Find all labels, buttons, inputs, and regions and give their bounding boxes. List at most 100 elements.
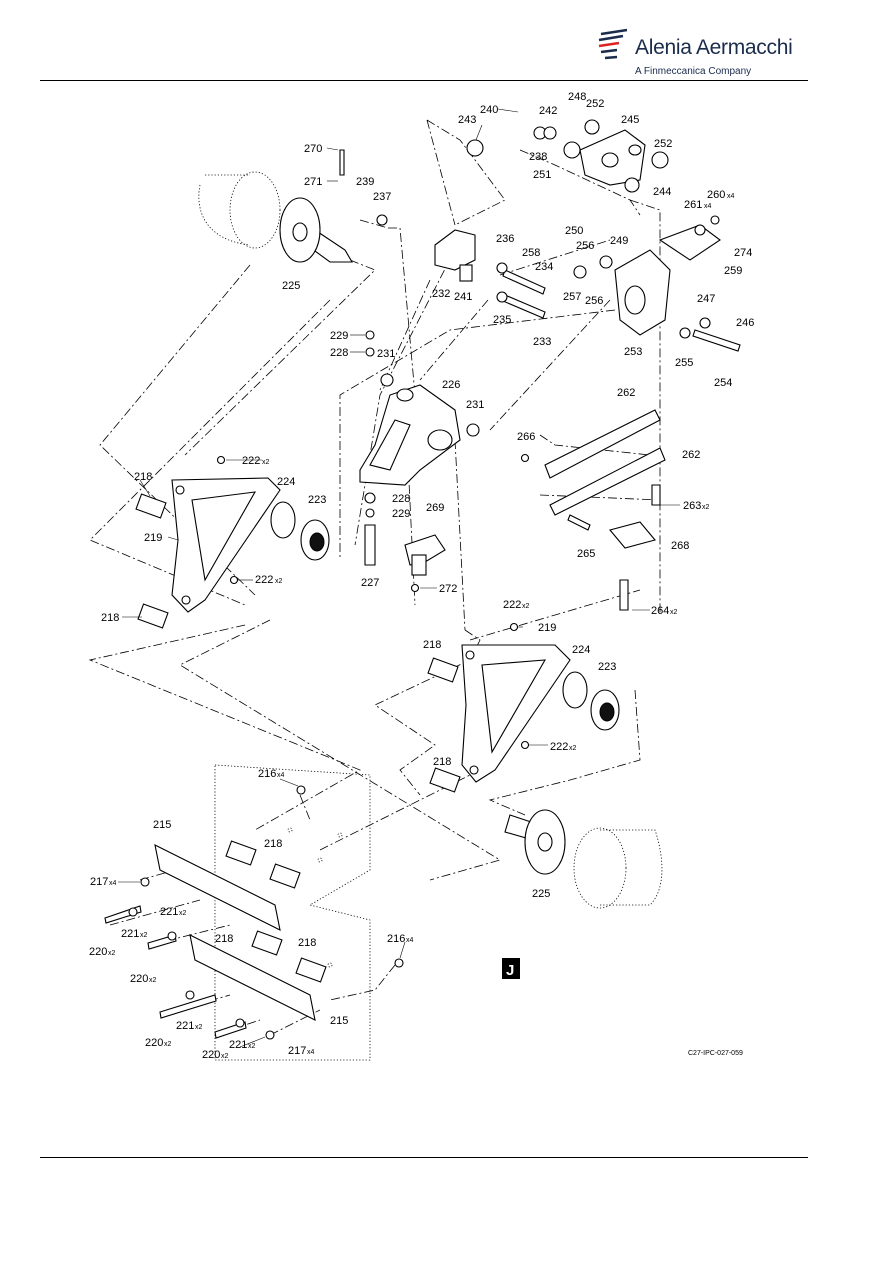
figure-reference: C27-IPC-027-059 [688, 1050, 743, 1057]
brand-subtitle: A Finmeccanica Company [635, 66, 752, 77]
callout-232: 232 [432, 288, 450, 300]
callout-249: 249 [610, 235, 628, 247]
callout-255: 255 [675, 357, 693, 369]
callout-252-lower: 252 [654, 138, 672, 150]
callout-253: 253 [624, 346, 642, 358]
callout-254: 254 [714, 377, 732, 389]
callout-247: 247 [697, 293, 715, 305]
callout-258: 258 [522, 247, 540, 259]
callout-218-c: 218 [423, 639, 441, 651]
callout-228-upper: 228 [330, 347, 348, 359]
callout-218-g: 218 [298, 937, 316, 949]
clevis-232 [434, 229, 476, 282]
callout-266: 266 [517, 431, 535, 443]
callout-226: 226 [442, 379, 460, 391]
callout-244: 244 [653, 186, 671, 198]
fasteners [104, 119, 741, 1040]
callout-220-d-qty: x2 [221, 1053, 229, 1060]
callout-239: 239 [356, 176, 374, 188]
callout-225-upper: 225 [282, 280, 300, 292]
callout-221-a: 221 [160, 906, 178, 918]
doubler-plates-215 [154, 844, 316, 1021]
callout-242: 242 [539, 105, 557, 117]
callout-262-upper: 262 [617, 387, 635, 399]
callout-220-c: 220 [145, 1037, 163, 1049]
bracket-226 [359, 384, 461, 486]
callout-217-lower: 217 [288, 1045, 306, 1057]
callout-222-a-qty: x2 [262, 459, 270, 466]
leader-lines [118, 108, 680, 1048]
callout-222-c: 222 [503, 599, 521, 611]
callout-231-upper: 231 [377, 348, 395, 360]
callout-257: 257 [563, 291, 581, 303]
callout-220-a-qty: x2 [108, 950, 116, 957]
callout-235: 235 [493, 314, 511, 326]
callout-216-upper: 216 [258, 768, 276, 780]
shaft-flange-upper [279, 197, 353, 263]
bearing-parts [270, 501, 620, 731]
callout-221-d: 221 [229, 1039, 247, 1051]
callout-225-lower: 225 [532, 888, 550, 900]
callout-224-upper: 224 [277, 476, 295, 488]
callout-220-b: 220 [130, 973, 148, 985]
brand-name: Alenia Aermacchi [635, 36, 793, 59]
callout-260-qty: x4 [727, 193, 735, 200]
callout-216-lower: 216 [387, 933, 405, 945]
company-logo: Alenia Aermacchi A Finmeccanica Company [597, 26, 797, 82]
callout-237: 237 [373, 191, 391, 203]
callout-223-upper: 223 [308, 494, 326, 506]
view-letter-box: J [502, 958, 520, 979]
callout-250: 250 [565, 225, 583, 237]
callout-216-upper-qty: x4 [277, 772, 285, 779]
callout-216-lower-qty: x4 [406, 937, 414, 944]
callout-217-upper-qty: x4 [109, 880, 117, 887]
callout-224-lower: 224 [572, 644, 590, 656]
callout-264-qty: x2 [670, 609, 678, 616]
callout-248: 248 [568, 91, 586, 103]
callout-240: 240 [480, 104, 498, 116]
callout-259: 259 [724, 265, 742, 277]
logo-mark-icon [598, 28, 628, 60]
callout-223-lower: 223 [598, 661, 616, 673]
pads-218 [135, 493, 461, 983]
callout-269: 269 [426, 502, 444, 514]
callout-218-b: 218 [101, 612, 119, 624]
callout-228-lower: 228 [392, 493, 410, 505]
callout-222-b: 222 [255, 574, 273, 586]
callout-221-c: 221 [176, 1020, 194, 1032]
callout-268: 268 [671, 540, 689, 552]
callout-220-a: 220 [89, 946, 107, 958]
callout-231-lower: 231 [466, 399, 484, 411]
callout-221-c-qty: x2 [195, 1024, 203, 1031]
callout-245: 245 [621, 114, 639, 126]
callout-221-a-qty: x2 [179, 910, 187, 917]
callout-261-qty: x4 [704, 203, 712, 210]
callout-219-upper: 219 [144, 532, 162, 544]
callout-241: 241 [454, 291, 472, 303]
callout-219-lower: 219 [538, 622, 556, 634]
callout-222-b-qty: x2 [275, 578, 283, 585]
fitting-253 [614, 224, 721, 336]
header-rule [40, 80, 808, 81]
callout-234: 234 [535, 261, 553, 273]
arm-262 [544, 409, 666, 549]
callout-221-b-qty: x2 [140, 932, 148, 939]
triangular-bracket-219-upper [171, 477, 281, 613]
callout-233: 233 [533, 336, 551, 348]
callout-218-d: 218 [433, 756, 451, 768]
callout-238: 238 [529, 151, 547, 163]
callout-256-upper: 256 [576, 240, 594, 252]
airframe-structure [198, 171, 663, 1061]
callout-220-d: 220 [202, 1049, 220, 1061]
callout-220-c-qty: x2 [164, 1041, 172, 1048]
callout-265: 265 [577, 548, 595, 560]
callout-221-b: 221 [121, 928, 139, 940]
callout-274: 274 [734, 247, 752, 259]
callout-260: 260 [707, 189, 725, 201]
callout-272: 272 [439, 583, 457, 595]
callout-222-d: 222 [550, 741, 568, 753]
callout-263-qty: x2 [702, 504, 710, 511]
callout-215-lower: 215 [330, 1015, 348, 1027]
callout-251: 251 [533, 169, 551, 181]
